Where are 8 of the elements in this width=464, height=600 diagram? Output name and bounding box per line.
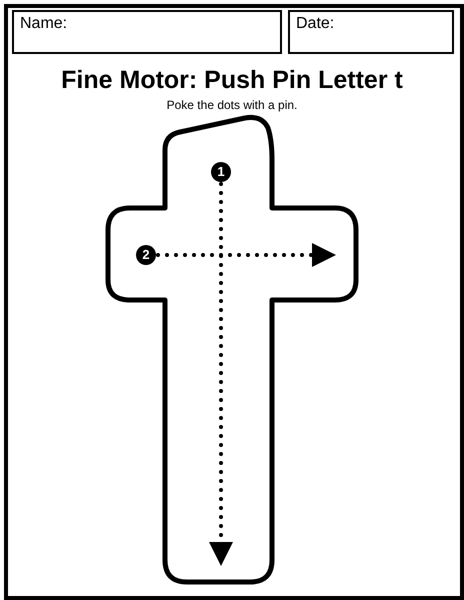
dotted-arrow <box>209 182 233 566</box>
dotted-arrow <box>156 243 336 267</box>
date-field: Date: <box>288 10 454 54</box>
worksheet-title: Fine Motor: Push Pin Letter t <box>60 66 404 95</box>
name-field: Name: <box>12 10 282 54</box>
step-number: 2 <box>136 245 156 265</box>
instruction-text: Poke the dots with a pin. <box>166 98 298 112</box>
step-number: 1 <box>211 162 231 182</box>
